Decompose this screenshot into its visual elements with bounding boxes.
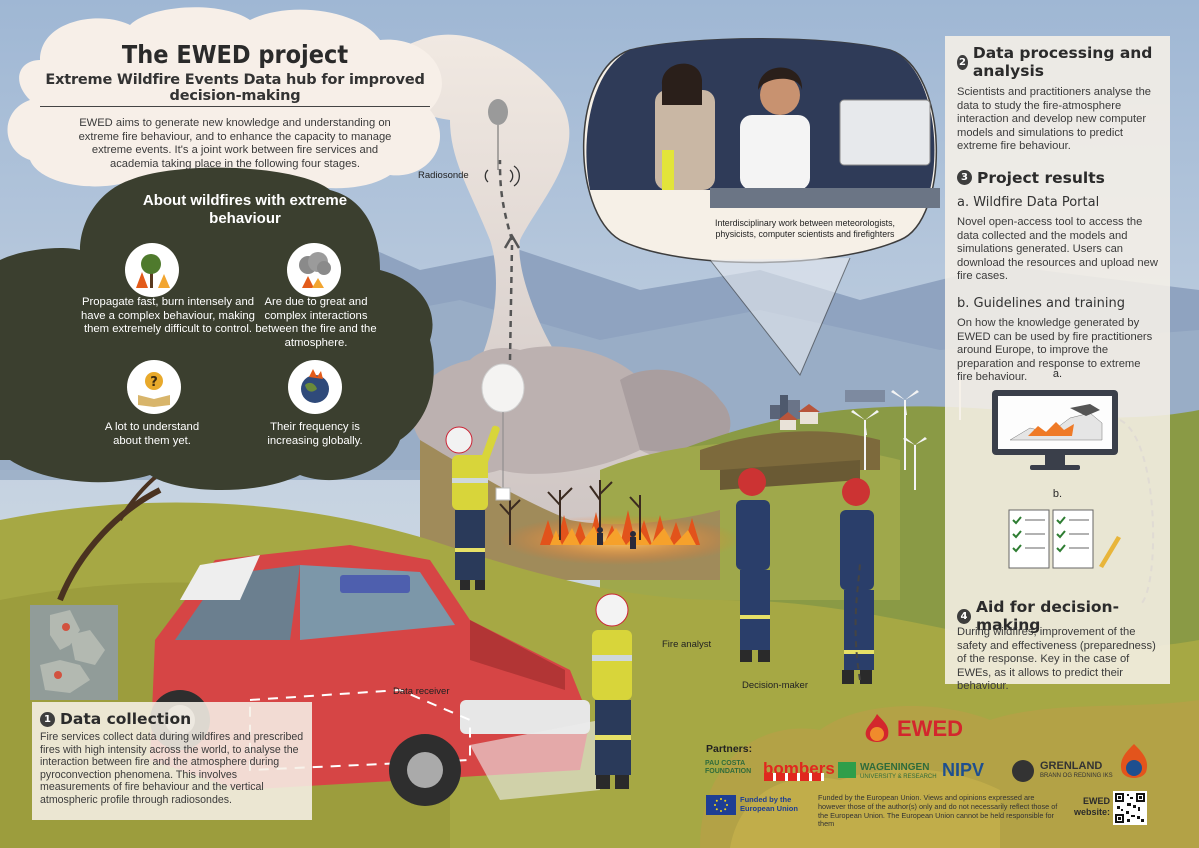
stage-2-number: 2: [957, 54, 968, 70]
wageningen-logo: WAGENINGEN: [860, 762, 930, 773]
checklist-icon: [1008, 509, 1121, 569]
interdisciplinary-bubble: [582, 38, 940, 376]
stage-2-title: 2 Data processing and analysis: [957, 44, 1158, 80]
stage-3a-title: a. Wildfire Data Portal: [957, 194, 1100, 210]
qr-code-icon[interactable]: [1113, 791, 1147, 825]
stage-3b-text: On how the knowledge generated by EWED c…: [957, 316, 1153, 384]
europe-map-inset: [30, 605, 118, 700]
stage-4-text: During wildfires, improvement of the saf…: [957, 626, 1156, 693]
item-a-label: a.: [1052, 368, 1063, 380]
fact-3: A lot to understand about them yet.: [104, 421, 200, 447]
stage-4-number: 4: [957, 608, 972, 624]
website-label: EWED website:: [1073, 796, 1110, 817]
question-book-icon: ?: [127, 360, 181, 414]
item-b-label: b.: [1052, 488, 1063, 500]
stage-2-text: Scientists and practitioners analyse the…: [957, 86, 1152, 153]
grenland-logo: GRENLAND: [1040, 760, 1103, 772]
svg-text:?: ?: [150, 375, 158, 390]
burning-globe-icon: [288, 360, 342, 414]
stage-4-title-text: Aid for decision-making: [976, 598, 1120, 634]
stage-2-title-text: Data processing and analysis: [972, 44, 1153, 80]
badge-icon: [1012, 760, 1034, 782]
radiosonde-label: Radiosonde: [418, 170, 469, 181]
title-block: The EWED project Extreme Wildfire Events…: [40, 40, 430, 171]
intro-text: EWED aims to generate new knowledge and …: [78, 117, 392, 170]
wageningen-sub: UNIVERSITY & RESEARCH: [860, 774, 937, 780]
stage-1-title: 1 Data collection: [40, 710, 304, 728]
stages-panel: 2 Data processing and analysis Scientist…: [945, 36, 1170, 692]
stage-3a-text: Novel open-access tool to access the dat…: [957, 215, 1158, 283]
page-subtitle: Extreme Wildfire Events Data hub for imp…: [40, 72, 430, 107]
eu-disclaimer: Funded by the European Union. Views and …: [818, 793, 1058, 829]
ewed-logo: EWED: [860, 712, 963, 746]
title-cloud: [7, 7, 442, 189]
stage-1-panel: 1 Data collection Fire services collect …: [32, 702, 312, 820]
partners-label: Partners:: [706, 743, 753, 755]
burning-trees-icon: [125, 243, 179, 297]
nipv-logo: NIPV: [942, 760, 985, 780]
eu-funded-text: Funded by the European Union: [740, 795, 798, 813]
fire-brigade-emblem-icon: [1120, 744, 1148, 778]
pau-costa-logo: PAU COSTA FOUNDATION: [705, 760, 752, 775]
wageningen-icon: [838, 762, 856, 778]
bombers-stripes: [764, 773, 824, 781]
fact-1: Propagate fast, burn intensely and have …: [81, 296, 255, 335]
stage-1-text: Fire services collect data during wildfi…: [40, 731, 304, 806]
fire-analyst-label: Fire analyst: [662, 639, 712, 650]
ewed-logo-text: EWED: [897, 716, 963, 741]
stage-3-number: 3: [957, 170, 972, 186]
ewed-flame-icon: [865, 714, 889, 742]
monitor-icon: [992, 390, 1118, 470]
smoke-cloud-icon: [287, 243, 341, 297]
decision-maker-label: Decision-maker: [742, 680, 808, 691]
fact-4: Their frequency is increasing globally.: [267, 421, 363, 447]
fact-2: Are due to great and complex interaction…: [255, 296, 377, 349]
page-title: The EWED project: [121, 40, 349, 69]
stage-4-title: 4 Aid for decision-making: [957, 598, 1170, 634]
stage-1-title-text: Data collection: [60, 710, 192, 728]
data-receiver-label: Data receiver: [393, 686, 450, 697]
stage-3b-title: b. Guidelines and training: [957, 295, 1126, 311]
stage-3-title: 3 Project results: [957, 169, 1158, 187]
grenland-sub: BRANN OG REDNING IKS: [1040, 773, 1113, 779]
stage-3-title-text: Project results: [977, 168, 1105, 187]
interdisciplinary-caption: Interdisciplinary work between meteorolo…: [715, 218, 895, 239]
stage-1-number: 1: [40, 711, 55, 727]
eu-flag-icon: [706, 795, 736, 815]
about-title: About wildfires with extreme behaviour: [142, 192, 348, 227]
